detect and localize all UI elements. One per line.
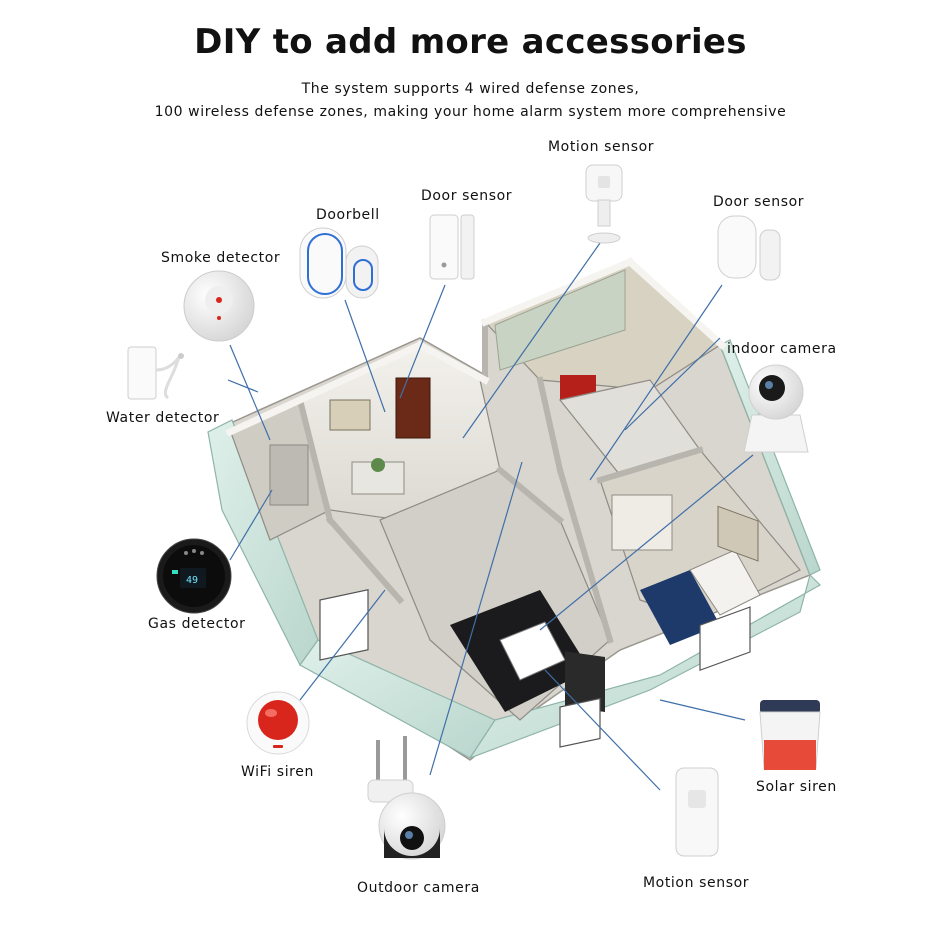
wardrobe	[611, 494, 673, 551]
label-motion-sensor-bottom: Motion sensor	[643, 875, 750, 891]
floor-plan	[207, 257, 821, 761]
label-water-detector: Water detector	[106, 410, 220, 426]
wall-art	[329, 399, 371, 431]
label-wifi-siren: WiFi siren	[241, 764, 314, 780]
window-frames	[319, 589, 751, 748]
interior-walls	[296, 319, 704, 644]
bed-white	[689, 549, 761, 616]
subtitle-line-1: The system supports 4 wired defense zone…	[301, 81, 640, 97]
doorbell-device	[299, 227, 379, 299]
indoor-camera-device	[743, 364, 809, 453]
plant	[371, 458, 385, 472]
gas-display-reading: 49	[186, 575, 198, 586]
label-outdoor-camera: Outdoor camera	[357, 880, 480, 896]
wifi-siren-device	[246, 691, 310, 755]
dining-door	[395, 377, 431, 439]
label-solar-siren: Solar siren	[756, 779, 837, 795]
motion-sensor-top-device	[585, 164, 623, 244]
washer	[269, 444, 309, 506]
label-gas-detector: Gas detector	[148, 616, 246, 632]
motion-sensor-bottom-device	[675, 767, 719, 857]
label-doorbell: Doorbell	[316, 207, 380, 223]
label-door-sensor-2: Door sensor	[713, 194, 805, 210]
smoke-detector-device	[183, 270, 255, 342]
outdoor-camera-device	[367, 736, 446, 860]
tv-wall	[565, 651, 605, 713]
door-sensor-1-device	[429, 214, 475, 280]
label-indoor-camera: indoor camera	[727, 341, 837, 357]
solar-siren-device	[759, 700, 821, 770]
label-door-sensor-1: Door sensor	[421, 188, 513, 204]
bedroom-art	[717, 505, 759, 562]
right-glass-wall	[719, 339, 821, 576]
striped-wallpaper	[494, 269, 626, 371]
gas-detector-device: 49	[156, 538, 232, 614]
door-sensor-2-device	[717, 215, 781, 281]
connector-lines	[227, 242, 754, 791]
subtitle-line-2: 100 wireless defense zones, making your …	[154, 104, 787, 120]
water-detector-device	[127, 346, 184, 400]
label-motion-sensor-top: Motion sensor	[548, 139, 655, 155]
page-title: DIY to add more accessories	[194, 22, 747, 62]
label-smoke-detector: Smoke detector	[161, 250, 281, 266]
outer-walls	[225, 257, 727, 437]
